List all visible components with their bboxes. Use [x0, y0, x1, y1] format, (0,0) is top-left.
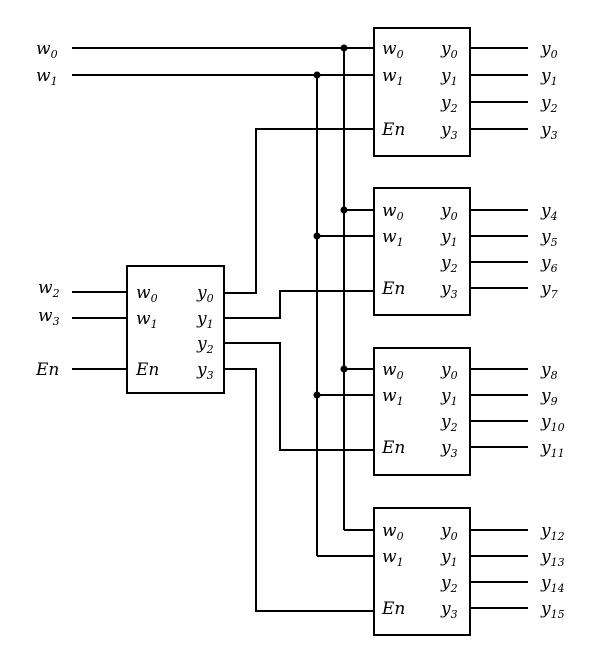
decoder3-in-en: En [381, 438, 405, 458]
enable-wires [224, 128, 374, 612]
decoder1-out-y1: y1 [440, 66, 458, 88]
label-output-y12: y12 [540, 521, 565, 543]
decoder2-in-en: En [381, 279, 405, 299]
label-output-y11: y11 [540, 438, 565, 460]
decoder3-out-y0: y0 [440, 360, 458, 382]
output-wires [470, 47, 528, 609]
decoder1-in-w1: w1 [382, 66, 404, 88]
first-stage-out-y1: y1 [196, 309, 214, 331]
first-stage-out-y2: y2 [196, 334, 214, 356]
label-output-y1: y1 [540, 66, 558, 88]
junction-dot [313, 71, 321, 79]
label-output-y0: y0 [540, 39, 558, 61]
decoder3-out-y1: y1 [440, 386, 458, 408]
wire-en-y2 [224, 342, 374, 451]
junction-dot [340, 365, 348, 373]
junction-dot [340, 206, 348, 214]
decoder1-out-y0: y0 [440, 39, 458, 61]
decoder3-out-y2: y2 [440, 412, 458, 434]
decoder2-in-w0: w0 [382, 201, 404, 223]
label-output-y7: y7 [540, 279, 558, 301]
decoder1-out-y3: y3 [440, 120, 458, 142]
output-labels: y0 y1 y2 y3 y4 y5 y6 y7 y8 y9 y10 y11 y12 y13 y14 y15 [540, 39, 565, 621]
label-output-y13: y13 [540, 547, 565, 569]
label-output-y8: y8 [540, 360, 558, 382]
decoder-box-first-stage [126, 265, 225, 394]
decoder-box-2 [373, 187, 471, 316]
label-output-y10: y10 [540, 412, 565, 434]
decoder2-in-w1: w1 [382, 227, 404, 249]
label-output-y2: y2 [540, 93, 558, 115]
label-input-en: En [35, 360, 59, 380]
decoder2-out-y2: y2 [440, 253, 458, 275]
first-stage-in-w1: w1 [136, 309, 158, 331]
decoder-box-3 [373, 347, 471, 476]
junction-dots [313, 44, 348, 399]
decoder2-out-y3: y3 [440, 279, 458, 301]
decoder4-in-en: En [381, 599, 405, 619]
label-output-y14: y14 [540, 573, 565, 595]
decoder-box-1 [373, 27, 471, 157]
decoder1-out-y2: y2 [440, 93, 458, 115]
label-input-w0: w0 [36, 39, 58, 61]
label-input-w1: w1 [36, 66, 58, 88]
first-stage-input-wires [72, 291, 127, 370]
junction-dot [313, 391, 321, 399]
decoder4-in-w1: w1 [382, 547, 404, 569]
decoder4-out-y0: y0 [440, 521, 458, 543]
decoder3-in-w1: w1 [382, 386, 404, 408]
label-output-y6: y6 [540, 253, 558, 275]
decoder1-in-w0: w0 [382, 39, 404, 61]
label-output-y15: y15 [540, 599, 565, 621]
wire-w1 [72, 74, 374, 557]
label-output-y4: y4 [540, 201, 558, 223]
wire-en-y0 [224, 128, 374, 294]
decoder3-in-w0: w0 [382, 360, 404, 382]
decoder4-out-y2: y2 [440, 573, 458, 595]
wire-en-y1 [224, 290, 374, 319]
label-output-y9: y9 [540, 386, 558, 408]
second-stage-labels: w0w1Eny0y1y2y3w0w1Eny0y1y2y3w0w1Eny0y1y2… [381, 39, 458, 621]
first-stage-out-y0: y0 [196, 283, 214, 305]
decoder3-out-y3: y3 [440, 438, 458, 460]
decoder4-out-y3: y3 [440, 599, 458, 621]
decoder1-in-en: En [381, 120, 405, 140]
junction-dot [313, 232, 321, 240]
decoder-box-4 [373, 507, 471, 636]
first-stage-out-y3: y3 [196, 360, 214, 382]
decoder4-in-w0: w0 [382, 521, 404, 543]
decoder4-out-y1: y1 [440, 547, 458, 569]
decoder2-out-y1: y1 [440, 227, 458, 249]
junction-dot [340, 44, 348, 52]
first-stage-in-w0: w0 [136, 283, 158, 305]
decoder2-out-y0: y0 [440, 201, 458, 223]
label-input-w3: w3 [38, 306, 60, 328]
wire-en-y3 [224, 368, 374, 612]
label-output-y5: y5 [540, 227, 558, 249]
label-input-w2: w2 [38, 278, 60, 300]
label-output-y3: y3 [540, 120, 558, 142]
first-stage-in-en: En [135, 360, 159, 380]
